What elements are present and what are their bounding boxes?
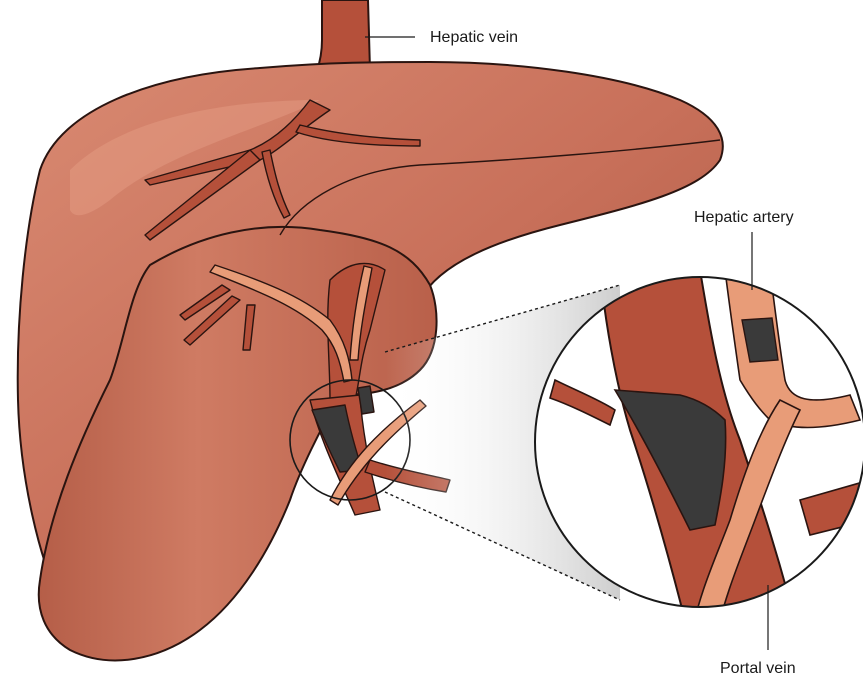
hepatic-artery-label: Hepatic artery [694,209,794,226]
zoom-inset [535,270,863,640]
portal-vein-label: Portal vein [720,660,796,677]
hepatic-vein-label: Hepatic vein [430,29,518,46]
label-hepatic-vein: Hepatic vein [365,29,518,46]
